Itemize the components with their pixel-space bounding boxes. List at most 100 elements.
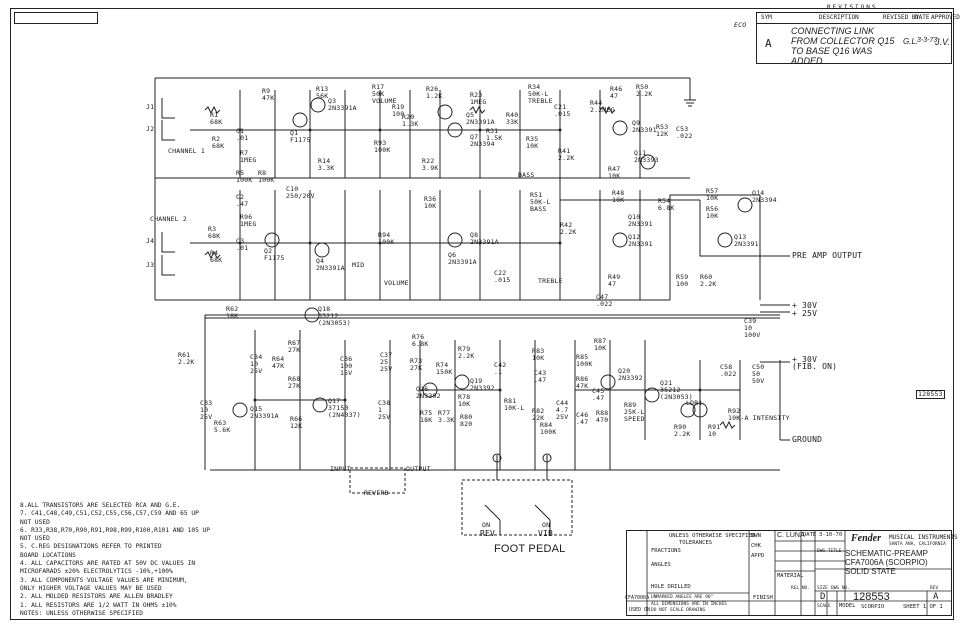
tb-size: D [820,592,826,602]
comp-r8: R8 100K [258,169,275,184]
rev-revised-by: G.L. [903,37,919,46]
rev-approved: J.V. [935,37,950,47]
comp-r82: R82 22K [532,407,545,422]
comp-c42: C42 .1 [494,361,507,376]
net-30v-fib: + 30V (FIB. ON) [792,355,838,371]
tb-dwg-title: SCHEMATIC-PREAMP CFA7006A (SCORPIO) SOLI… [845,549,928,576]
rev-date: 3-3-73 [917,37,938,44]
tb-date: 3-10-70 [819,532,843,538]
comp-q21: Q21 35212 (2N3053) [660,379,693,401]
comp-r9: R9 47K [262,87,275,102]
tb-company: MUSICAL INSTRUMENTS [889,534,958,541]
revisions-heading: REVISIONS [827,4,878,11]
comp-r14: R14 3.3K [318,157,335,172]
tb-location: SANTA ANA, CALIFORNIA [889,542,946,547]
tb-model: SCORPIO [861,604,885,610]
comp-r68: R68 27K [288,375,301,390]
net-30v: + 30V [792,301,818,310]
comp-c43: C43 .47 [534,369,547,384]
comp-q3: Q3 2N3391A [328,97,357,112]
comp-c46: C46 .47 [576,411,589,426]
comp-q19: Q19 2N3392 [470,377,495,392]
approval-stamp [14,12,98,24]
comp-c53: C53 .022 [676,125,693,140]
title-block: UNLESS OTHERWISE SPECIFIED TOLERANCES FR… [625,530,958,616]
note-line: 1. ALL RESISTORS ARE 1/2 WATT IN OHMS ±1… [20,601,177,609]
comp-r81: R81 10K-L [504,397,525,412]
col-approved: APPROVED [931,14,960,21]
comp-q15: Q15 2N3391A [250,405,279,420]
note-line: 3. ALL COMPONENTS VOLTAGE VALUES ARE MIN… [20,576,188,584]
comp-r66: R66 12K [290,415,303,430]
comp-q6: Q6 2N3391A [448,251,477,266]
comp-r51: R51 50K-L BASS [530,191,551,213]
comp-r83: R83 10K [532,347,545,362]
comp-q16: Q16 2N3392 [416,385,441,400]
comp-r13: R13 56K [316,85,329,100]
comp-r35: R35 10K [526,135,539,150]
note-line: 8.ALL TRANSISTORS ARE SELECTED RCA AND G… [20,502,181,509]
comp-q7: Q7 2N3394 [470,133,495,148]
tb-rel-no: REL NO. [791,586,810,591]
reverb-output-label: OUTPUT [406,465,431,473]
jack-j1: J1 [146,103,155,111]
comp-r76: R76 6.8K [412,333,429,348]
comp-r80: R80 820 [460,413,473,428]
comp-r63: R63 5.6K [214,419,231,434]
comp-q4: Q4 2N3391A [316,257,345,272]
comp-r91: R91 10 [708,423,721,438]
comp-r19: R19 100 [392,103,405,118]
comp-q18: Q18 35212 (2N3053) [318,305,351,327]
tb-size-label: SIZE [817,586,828,591]
tb-rev-label: REV [930,586,939,591]
tb-noscale: DO NOT SCALE DRAWING [651,608,706,613]
comp-r2: R2 68K [212,135,225,150]
note-line: NOT USED [20,518,50,526]
comp-c2: C2 .47 [236,193,249,208]
comp-q17: Q17 37150 (2N4037) [328,397,361,419]
comp-r75: R75 18K [420,409,433,424]
channel-1-label: CHANNEL 1 [168,147,206,155]
comp-c58: C58 .022 [720,363,737,378]
rev-sym: A [765,37,772,50]
fender-logo: Fender [851,533,881,544]
comp-treble-2: TREBLE [538,277,563,285]
comp-r92: R92 10K-A INTENSITY [728,407,790,422]
comp-c36: C36 100 15V [340,355,353,377]
comp-r1: R1 68K [210,111,223,126]
comp-q8: Q8 2N3391A [470,231,499,246]
comp-q12: Q12 2N3391 [628,233,653,248]
comp-r74: R74 150K [436,361,453,376]
title-block-grid [627,531,951,615]
comp-q1: Q1 F1175 [290,129,311,144]
revisions-header: REVISIONS SYM DESCRIPTION REVISED BY DAT… [757,4,960,24]
pedal-rev: REV [480,529,496,538]
comp-r5: R5 100K [236,169,253,184]
tb-unmarked: UNMARKED ANGLES ARE 90° [651,595,714,600]
comp-q20: Q20 2N3392 [618,367,643,382]
comp-r72: R73 27K [410,357,423,372]
comp-q9: Q9 2N3391 [632,119,657,134]
comp-r93: R93 100K [374,139,391,154]
comp-r61: R61 2.2K [178,351,195,366]
comp-r34: R34 50K-L TREBLE [528,83,553,105]
note-line: 4. ALL CAPACITORS ARE RATED AT 50V DC VA… [20,560,196,568]
tb-material: MATERIAL [777,573,804,579]
comp-r60: R60 2.2K [700,273,717,288]
comp-r64: R64 47K [272,355,285,370]
comp-c1: C1 .01 [236,127,249,142]
tb-finish: FINISH [753,595,773,601]
comp-r23: R23 1MEG [470,91,487,106]
comp-r54: R54 6.8K [658,197,675,212]
revisions-block: REVISIONS SYM DESCRIPTION REVISED BY DAT… [756,4,960,66]
tb-dwn: DWN [751,533,761,539]
comp-c37: C37 25 25V [380,351,393,373]
comp-r46: R46 47 [610,85,623,100]
tb-angles: ANGLES [651,562,671,568]
reverb-input-label: INPUT [330,465,351,473]
comp-r36: R36 10K [424,195,437,210]
comp-r7: R7 1MEG [240,149,257,164]
tb-unless: UNLESS OTHERWISE SPECIFIED [669,533,756,539]
tb-rev: A [933,592,939,602]
comp-r89: R89 25K-L SPEED [624,401,645,423]
